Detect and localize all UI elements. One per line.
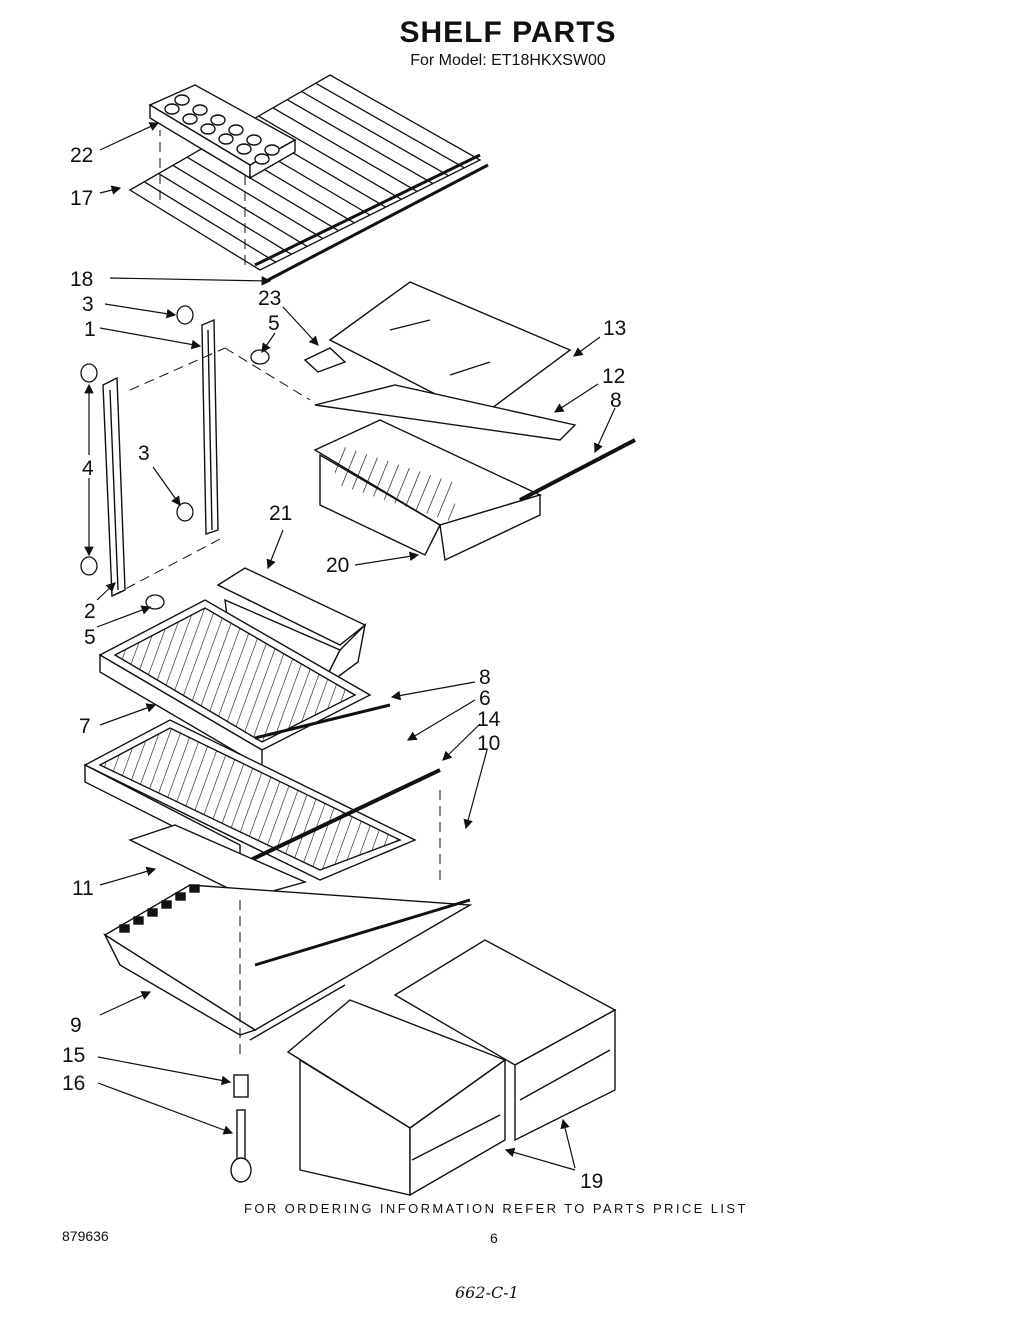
callout-19: 19	[580, 1170, 603, 1193]
callout-5-bottom: 5	[84, 626, 96, 649]
freezer-wire-shelf	[128, 74, 489, 282]
callout-7: 7	[79, 715, 91, 738]
callout-5-top: 5	[268, 312, 280, 335]
document-number: 879636	[62, 1228, 109, 1244]
callout-22: 22	[70, 144, 93, 167]
crisper-drawer-right	[393, 939, 617, 1142]
crisper-cover-frame	[103, 884, 473, 1041]
callout-2: 2	[84, 600, 96, 623]
upper-glide-shelf	[98, 599, 372, 769]
callout-8-mid: 8	[479, 666, 491, 689]
callout-3-top: 3	[82, 293, 94, 316]
callout-16: 16	[62, 1072, 85, 1095]
callout-14: 14	[477, 708, 501, 731]
page-number: 6	[490, 1230, 498, 1246]
handwritten-code: 662-C-1	[455, 1283, 519, 1302]
callout-leaders	[84, 122, 616, 1171]
callout-6: 6	[479, 687, 491, 710]
callout-17: 17	[70, 187, 93, 210]
ordering-note: FOR ORDERING INFORMATION REFER TO PARTS …	[244, 1201, 748, 1216]
callout-3-mid: 3	[138, 442, 150, 465]
callout-1: 1	[84, 318, 96, 341]
callout-13: 13	[603, 317, 626, 340]
callout-4: 4	[82, 457, 94, 480]
callout-11: 11	[72, 877, 94, 900]
callout-8-top: 8	[610, 389, 622, 412]
meat-drawer	[313, 384, 636, 562]
callout-numbers: 22 17 18 3 23 5 1 13 12 8 4 3 21 20 2 5 …	[62, 144, 626, 1193]
callout-21: 21	[269, 502, 292, 525]
crisper-drawer-left	[286, 999, 507, 1197]
page-title: SHELF PARTS	[399, 16, 617, 49]
callout-10: 10	[477, 732, 500, 755]
guide-lines	[111, 130, 441, 1060]
callout-23: 23	[258, 287, 281, 310]
callout-18: 18	[70, 268, 93, 291]
callout-9: 9	[70, 1014, 82, 1037]
roller-leveler	[230, 1074, 252, 1183]
callout-15: 15	[62, 1044, 85, 1067]
glass-shelf-cover	[303, 281, 572, 418]
model-subtitle: For Model: ET18HKXSW00	[410, 52, 606, 69]
crisper-cover-glass	[128, 824, 308, 899]
callout-20: 20	[326, 554, 349, 577]
callout-12: 12	[602, 365, 625, 388]
ice-cube-tray	[148, 84, 297, 180]
shelf-ladder-right	[201, 318, 219, 535]
shelf-ladder-left	[102, 376, 126, 598]
